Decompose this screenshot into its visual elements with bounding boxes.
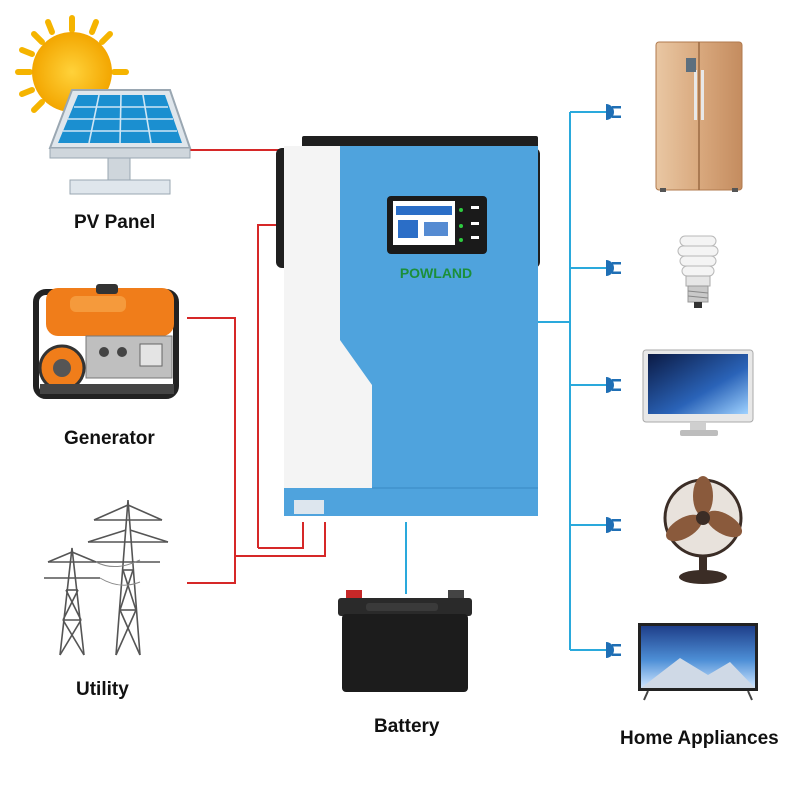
generator-icon <box>33 284 179 399</box>
battery-icon <box>338 590 472 692</box>
refrigerator-icon <box>655 41 743 192</box>
solar-panel-icon <box>48 89 192 195</box>
fan-icon <box>663 476 743 584</box>
plug-icon <box>606 377 621 393</box>
inverter-icon: POWLAND <box>276 136 540 516</box>
monitor-icon <box>642 349 754 436</box>
plug-icon <box>606 260 621 276</box>
power-tower-icon <box>44 499 169 656</box>
output-wires <box>405 111 606 651</box>
plug-icon <box>606 104 621 120</box>
tv-icon <box>638 623 758 701</box>
battery-label: Battery <box>374 716 440 737</box>
plug-icon <box>606 517 621 533</box>
light-bulb-icon <box>677 235 719 308</box>
inverter-brand: POWLAND <box>400 265 472 281</box>
generator-label: Generator <box>64 428 155 449</box>
utility-label: Utility <box>76 679 129 700</box>
home-appliances-label: Home Appliances <box>620 728 779 749</box>
plug-icon <box>606 642 621 658</box>
pv-panel-label: PV Panel <box>74 212 156 233</box>
ac-input-wires <box>187 149 326 584</box>
